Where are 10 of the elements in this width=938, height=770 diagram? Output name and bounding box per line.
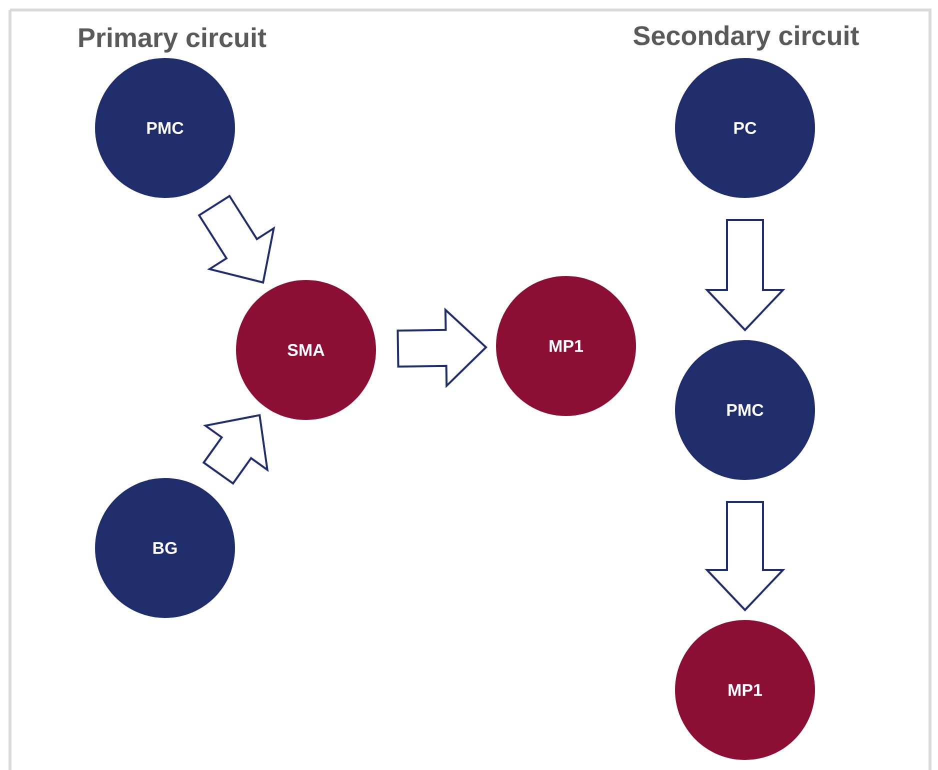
block-arrow xyxy=(704,501,786,612)
circle-node: MP1 xyxy=(496,276,636,416)
block-arrow xyxy=(396,308,488,388)
circle-node: MP1 xyxy=(675,620,815,760)
circle-node: PMC xyxy=(675,340,815,480)
circle-node: PC xyxy=(675,58,815,198)
circle-node: SMA xyxy=(236,280,376,420)
circle-node: PMC xyxy=(95,58,235,198)
block-arrow xyxy=(704,219,786,332)
circle-node: BG xyxy=(95,478,235,618)
